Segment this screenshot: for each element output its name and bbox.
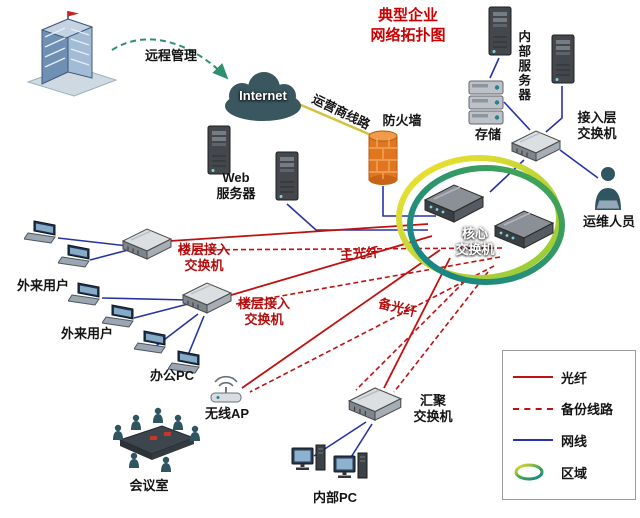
switch-icon	[181, 282, 233, 314]
legend-item-lan: 网线	[513, 431, 625, 450]
core-switch-2	[492, 206, 556, 252]
external-laptop-1	[23, 220, 60, 246]
laptop-icon	[57, 244, 90, 268]
laptop-icon	[23, 220, 56, 244]
building-icon	[26, 11, 118, 97]
headquarters-building	[22, 6, 120, 98]
backup-lines	[177, 247, 503, 393]
main-fiber-label: 主光纤	[339, 244, 380, 263]
external-laptop-4	[101, 304, 138, 330]
storage-array	[466, 79, 506, 127]
server-icon	[275, 151, 299, 201]
access-switch-label: 接入层 交换机	[577, 110, 617, 141]
diagram-title: 典型企业 网络拓扑图	[370, 7, 446, 44]
access-layer-switch	[509, 126, 563, 164]
storage-label: 存储	[474, 127, 501, 142]
wireless-ap-label: 无线AP	[204, 406, 250, 421]
web-server-label: Web 服务器	[216, 170, 256, 201]
server-icon	[551, 34, 575, 84]
desktop-pc-icon	[333, 452, 368, 479]
remote-management-label: 远程管理	[144, 48, 197, 63]
laptop-icon	[67, 282, 100, 306]
backup-line-sample	[513, 407, 553, 410]
firewall	[365, 128, 401, 186]
office-laptop-2	[167, 350, 204, 376]
legend-item-backup: 备份线路	[513, 399, 625, 418]
office-pc-label: 办公PC	[149, 368, 195, 383]
aggregation-switch	[346, 382, 404, 424]
floor-access-switch-2	[180, 278, 234, 316]
switch-icon	[347, 387, 403, 422]
legend-label: 光纤	[561, 370, 588, 386]
legend-item-zone: 区域	[513, 462, 625, 482]
meeting-room-label: 会议室	[129, 478, 169, 493]
legend-label: 网线	[561, 433, 588, 449]
external-laptop-3	[67, 282, 104, 308]
meeting-room	[110, 402, 202, 476]
server-icon	[488, 6, 512, 56]
internal-server-1	[484, 5, 516, 59]
desktop-pc-icon	[291, 444, 326, 471]
internal-pc-1	[290, 442, 328, 482]
fiber-lines	[169, 223, 451, 389]
server-icon	[207, 125, 231, 175]
laptop-icon	[101, 304, 134, 328]
legend: 光纤 备份线路 网线 区域	[502, 350, 636, 500]
zone-ring	[396, 155, 565, 285]
web-server-1	[203, 124, 235, 178]
remote-management-link	[111, 38, 229, 80]
cloud-icon	[225, 72, 301, 121]
zone-ring-icon	[514, 463, 544, 481]
external-laptop-2	[57, 244, 94, 270]
core-switch-label: 核心 交换机	[455, 226, 495, 257]
ops-staff-label: 运维人员	[582, 214, 635, 229]
core-switch-1	[422, 180, 486, 226]
external-users-1-label: 外来用户	[16, 278, 69, 293]
internal-pc-2	[332, 450, 370, 490]
web-server-2	[271, 150, 303, 204]
meeting-room-icon	[113, 407, 200, 472]
office-laptop-1	[133, 330, 170, 356]
floor-access-switch-1	[120, 224, 174, 262]
legend-label: 区域	[561, 465, 588, 481]
switch-icon	[510, 130, 562, 162]
core-switch-icon	[423, 184, 485, 223]
internal-pc-label: 内部PC	[312, 490, 358, 505]
wireless-ap-icon	[210, 375, 242, 403]
internet-label: Internet	[239, 88, 287, 103]
switch-icon	[121, 228, 173, 260]
external-users-2-label: 外来用户	[60, 326, 113, 341]
legend-label: 备份线路	[561, 402, 614, 418]
zone-ring-sample	[513, 462, 553, 482]
floor-switch-1-label: 楼层接入 交换机	[177, 242, 230, 273]
firewall-icon	[368, 130, 398, 185]
person-icon	[595, 167, 621, 210]
core-switch-icon	[493, 210, 555, 249]
carrier-line-link	[293, 100, 379, 140]
internal-server-2	[547, 33, 579, 87]
laptop-icon	[133, 330, 166, 354]
legend-item-fiber: 光纤	[513, 368, 625, 387]
fiber-line-sample	[513, 376, 553, 379]
laptop-icon	[167, 350, 200, 374]
wireless-ap	[206, 374, 246, 406]
aggregation-switch-label: 汇聚 交换机	[413, 393, 453, 424]
storage-icon	[468, 80, 504, 125]
internal-server-label: 内部服务器	[516, 29, 531, 103]
floor-switch-2-label: 楼层接入 交换机	[237, 296, 290, 327]
firewall-label: 防火墙	[382, 113, 422, 128]
internet-cloud	[218, 70, 308, 124]
lan-line-sample	[513, 439, 553, 442]
ops-staff	[590, 164, 626, 214]
